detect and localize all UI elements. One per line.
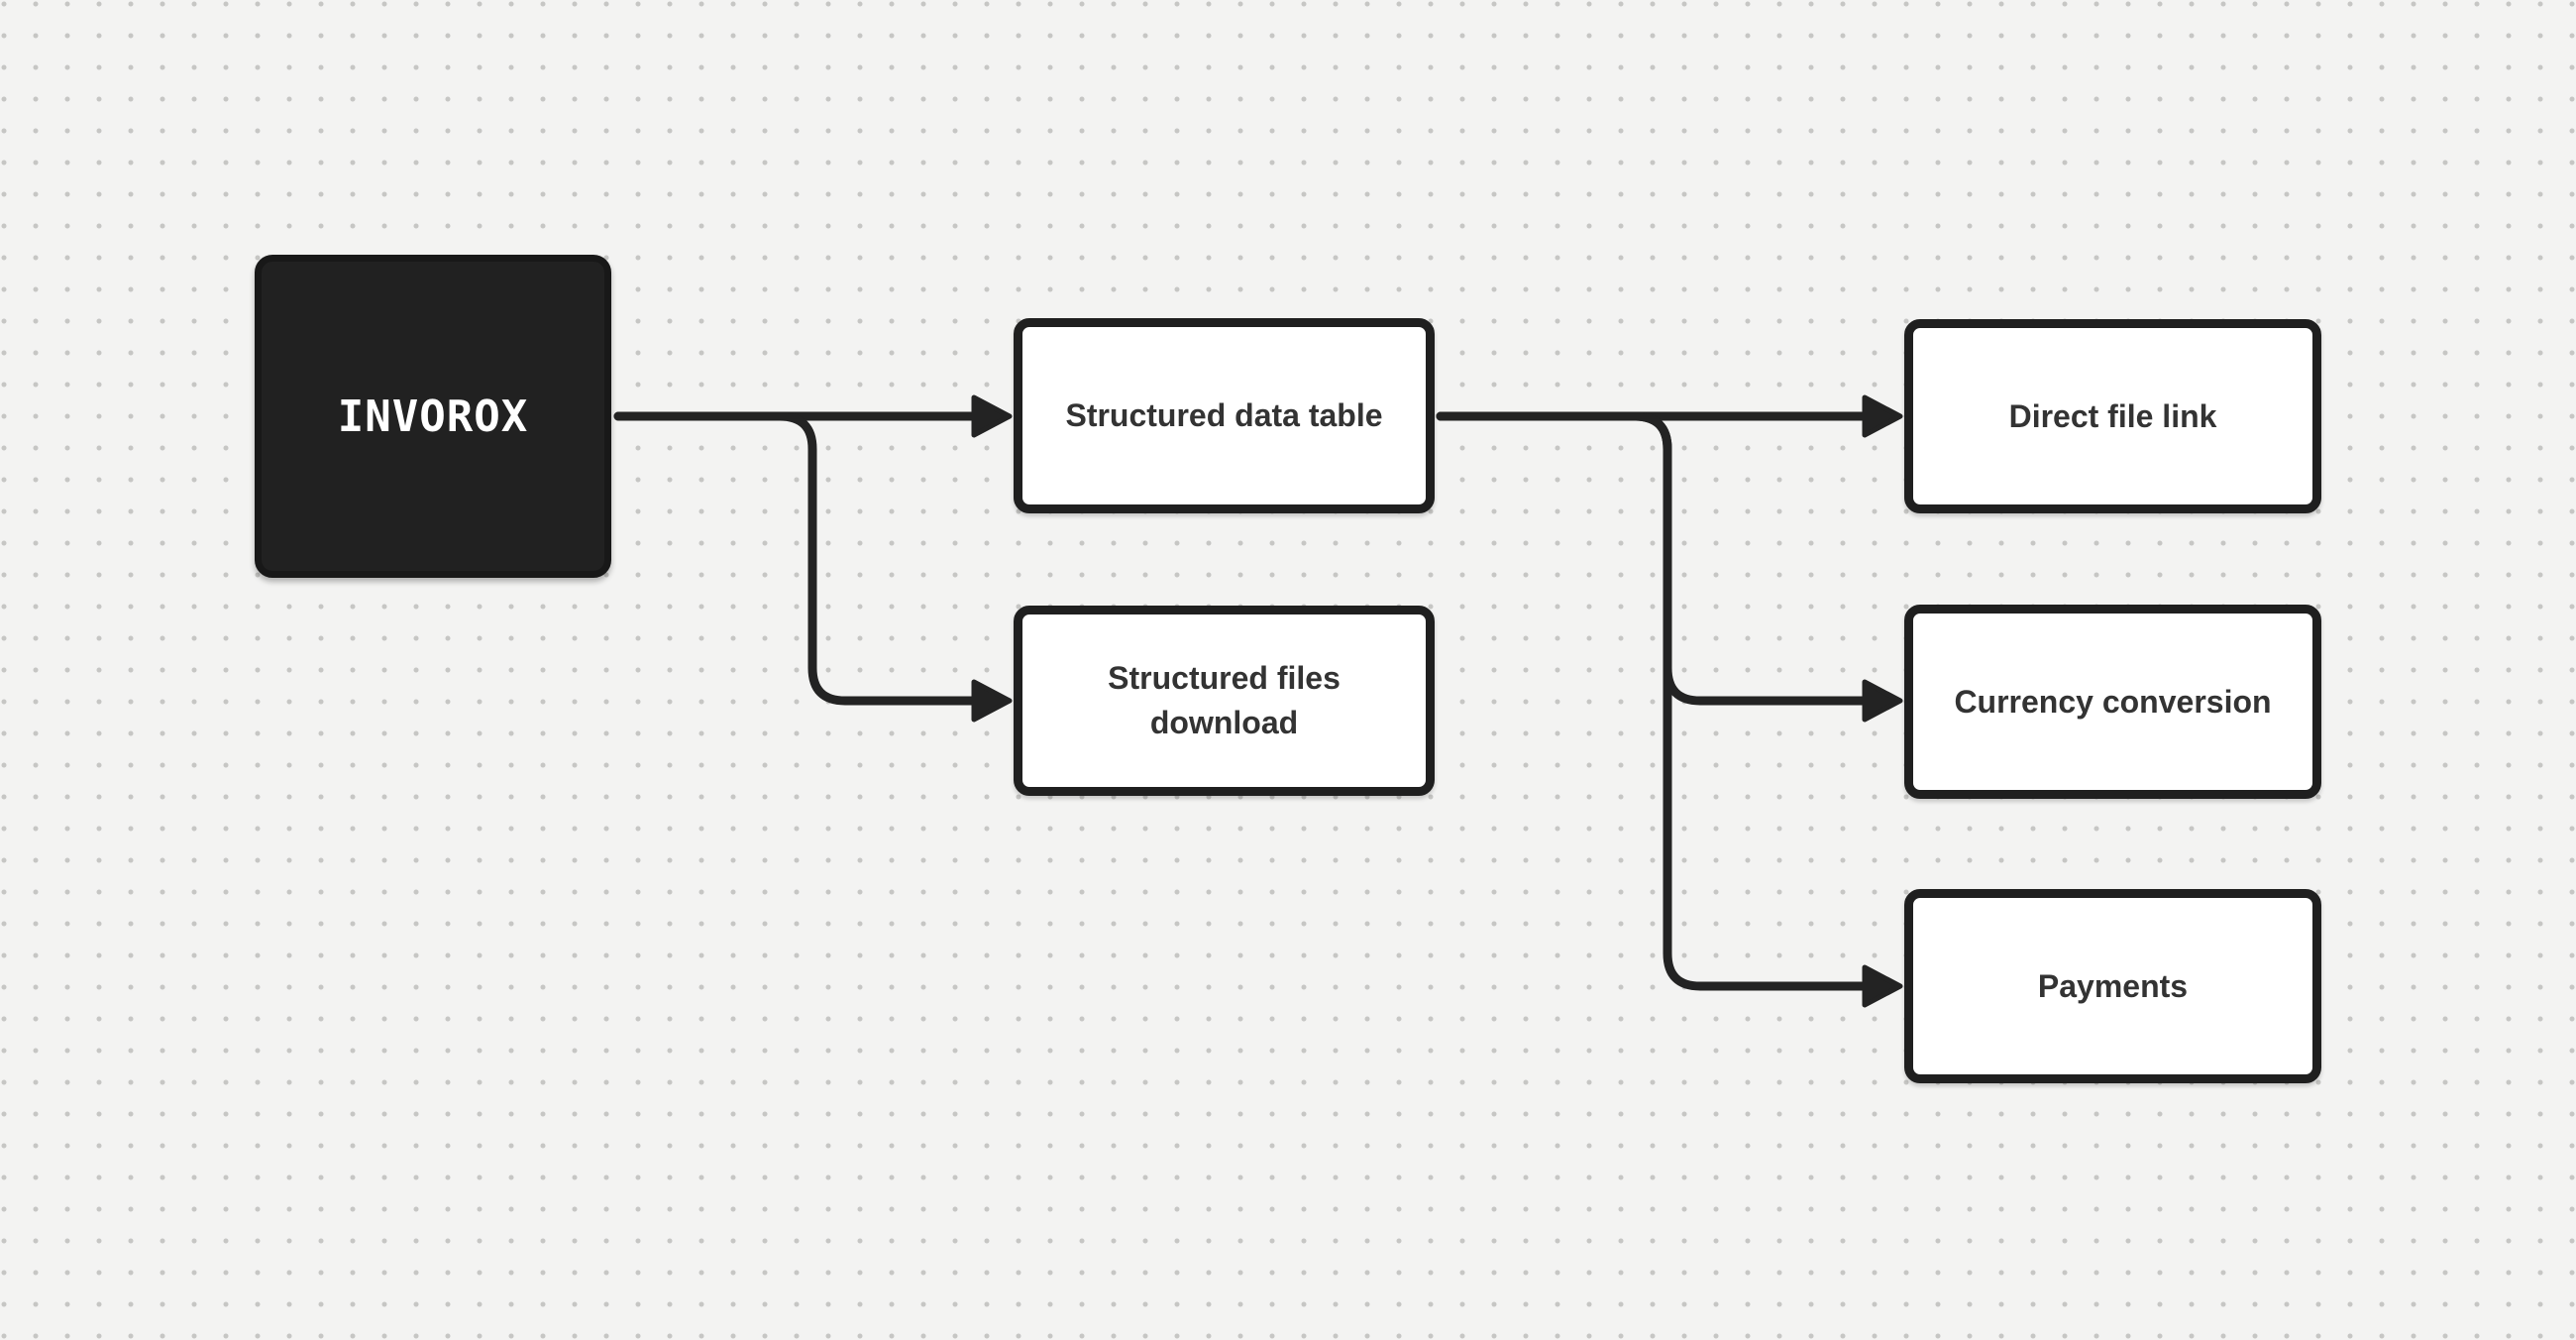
node-label: Structured files download <box>1108 660 1341 740</box>
node-label: Currency conversion <box>1954 683 2272 720</box>
edge-table-to-payments[interactable] <box>1436 411 1871 991</box>
arrowhead-icon <box>1862 394 1903 438</box>
arrowhead-icon <box>971 679 1013 723</box>
node-label: Direct file link <box>2008 397 2217 434</box>
node-label: Structured data table <box>1065 397 1383 434</box>
node-structured-files-download[interactable]: Structured files download <box>1014 606 1435 796</box>
node-structured-data-table[interactable]: Structured data table <box>1014 318 1435 513</box>
node-label: INVOROX <box>337 391 529 442</box>
node-label: Payments <box>2037 967 2189 1004</box>
node-currency-conversion[interactable]: Currency conversion <box>1904 605 2321 799</box>
edge-invorox-to-structured-files-download[interactable] <box>613 411 980 706</box>
node-invorox[interactable]: INVOROX <box>255 255 611 578</box>
arrowhead-icon <box>1862 679 1903 723</box>
node-payments[interactable]: Payments <box>1904 889 2321 1083</box>
edge-table-to-currency-conversion[interactable] <box>1436 411 1871 706</box>
arrowhead-icon <box>971 394 1013 438</box>
node-direct-file-link[interactable]: Direct file link <box>1904 319 2321 513</box>
arrowhead-icon <box>1862 964 1903 1008</box>
